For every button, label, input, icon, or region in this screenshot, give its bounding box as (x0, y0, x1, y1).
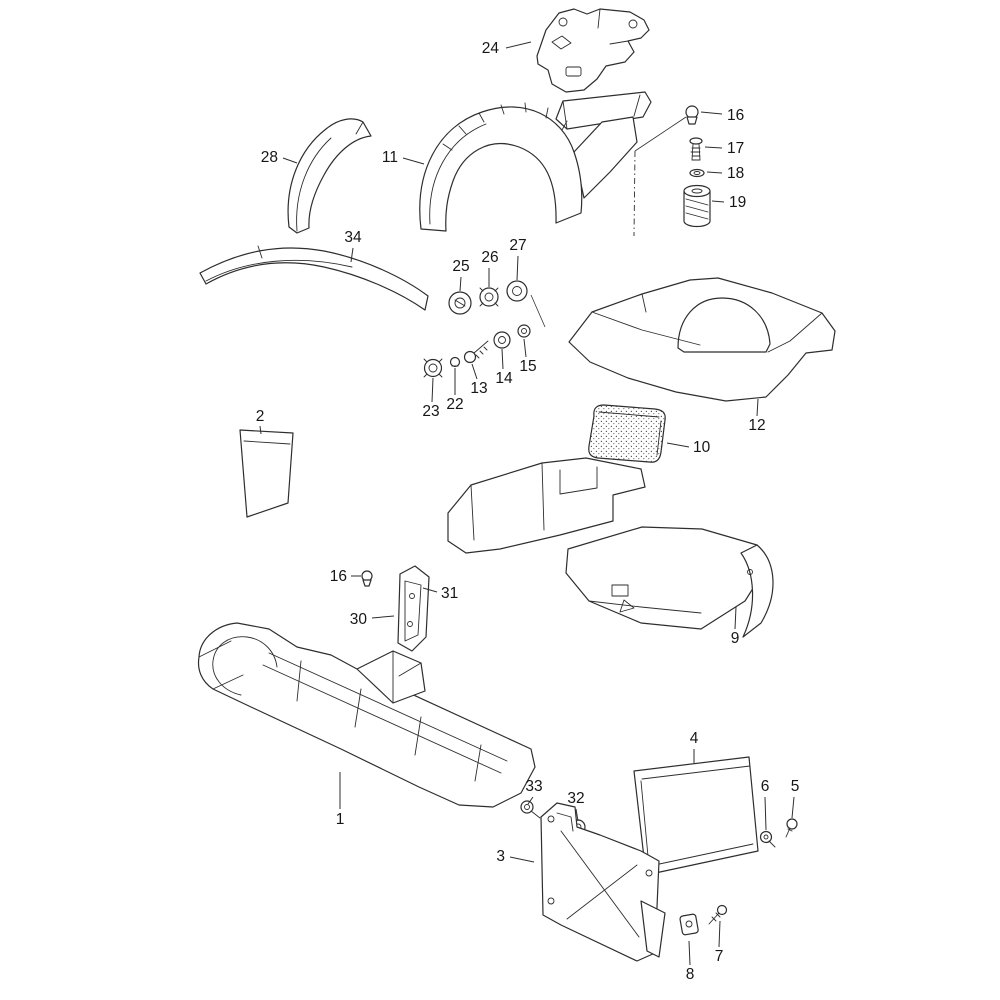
leader-line-31 (422, 587, 438, 593)
part-27-grommet (506, 280, 528, 302)
part-22-stud (449, 356, 461, 368)
leader-line-23 (431, 377, 434, 403)
leader-line-18 (706, 171, 723, 174)
part-label-26: 26 (481, 249, 498, 266)
part-18-washer (689, 168, 705, 178)
part-1-floor-pan (197, 622, 536, 808)
part-5-screw (785, 818, 798, 838)
leader-line-11 (402, 157, 425, 165)
part-label-24: 24 (482, 40, 500, 57)
part-label-9: 9 (731, 630, 740, 647)
leader-line-3 (509, 856, 535, 863)
part-label-16a: 16 (727, 107, 744, 124)
part-label-19: 19 (729, 194, 746, 211)
leader-extension-line (634, 116, 687, 152)
part-24-support-bracket (536, 8, 650, 93)
leader-line-17 (704, 146, 723, 149)
part-8-retainer-plate (679, 913, 699, 936)
construction-line (530, 294, 546, 328)
leader-line-27 (516, 255, 519, 281)
part-label-30: 30 (350, 611, 368, 628)
part-label-6: 6 (761, 778, 770, 795)
leader-line-19 (711, 200, 725, 203)
leader-line-33 (527, 796, 534, 805)
leader-line-25 (459, 276, 462, 292)
part-label-10: 10 (693, 439, 711, 456)
part-16-upper-fastener (685, 105, 699, 125)
leader-line-34 (350, 247, 354, 263)
leader-line-12 (756, 398, 759, 417)
leader-line-5 (791, 796, 795, 819)
part-33-bushing (520, 800, 541, 819)
part-label-31: 31 (441, 585, 458, 602)
part-label-33: 33 (525, 778, 542, 795)
leader-line-16a (700, 111, 723, 115)
leader-line-14 (501, 348, 504, 370)
part-label-1: 1 (336, 811, 345, 828)
leader-line-15 (523, 338, 527, 358)
part-label-22: 22 (446, 396, 463, 413)
part-14-grommet (493, 331, 511, 349)
part-label-5: 5 (791, 778, 800, 795)
part-6-rivet (759, 830, 776, 848)
part-label-14: 14 (495, 370, 513, 387)
part-label-16b: 16 (330, 568, 347, 585)
part-label-27: 27 (509, 237, 526, 254)
part-label-32: 32 (567, 790, 584, 807)
construction-dash-line (633, 150, 636, 237)
part-label-13: 13 (470, 380, 487, 397)
leader-line-30 (371, 615, 395, 619)
part-16-lower-clip (361, 570, 373, 587)
part-label-8: 8 (686, 966, 695, 983)
part-4-rear-panel (633, 756, 759, 876)
part-25-plug (448, 291, 472, 315)
leader-line-8 (688, 940, 691, 966)
part-label-12: 12 (748, 417, 765, 434)
part-label-25: 25 (452, 258, 469, 275)
part-label-11: 11 (382, 149, 398, 166)
part-30-pillar-trim (397, 565, 430, 652)
leader-line-9 (734, 606, 737, 630)
leader-line-28 (282, 157, 298, 164)
part-19-spacer-sleeve (683, 184, 711, 228)
part-label-34: 34 (344, 229, 362, 246)
leader-line-13 (471, 363, 478, 380)
part-label-23: 23 (422, 403, 439, 420)
part-28-fender-liner (287, 118, 372, 234)
part-label-3: 3 (496, 848, 505, 865)
leader-line-10 (666, 442, 690, 448)
part-label-17: 17 (727, 140, 744, 157)
part-label-4: 4 (690, 730, 699, 747)
part-label-2: 2 (256, 408, 265, 425)
leader-line-32 (575, 808, 579, 822)
part-26-grommet (479, 287, 499, 307)
part-15-nut (517, 324, 531, 338)
part-label-28: 28 (261, 149, 278, 166)
part-23-grommet-ring (423, 358, 443, 378)
part-12-rear-floor-carpet (568, 277, 836, 402)
part-3-support-bracket (540, 802, 666, 962)
leader-line-7 (718, 920, 721, 948)
leader-line-24 (505, 41, 532, 49)
part-9-floor-carpet-assembly (447, 457, 774, 638)
part-34-sill-trim (199, 245, 429, 311)
part-label-7: 7 (715, 948, 724, 965)
part-13-screw (463, 340, 489, 364)
part-17-screw (689, 137, 703, 161)
leader-line-2 (259, 425, 262, 435)
part-7-screw (708, 904, 728, 925)
part-label-15: 15 (519, 358, 536, 375)
part-11-wheel-housing-liner (419, 91, 652, 232)
leader-line-6 (764, 796, 767, 831)
part-label-18: 18 (727, 165, 744, 182)
part-10-insulation-pad (588, 404, 666, 463)
part-2-side-panel (239, 429, 294, 518)
